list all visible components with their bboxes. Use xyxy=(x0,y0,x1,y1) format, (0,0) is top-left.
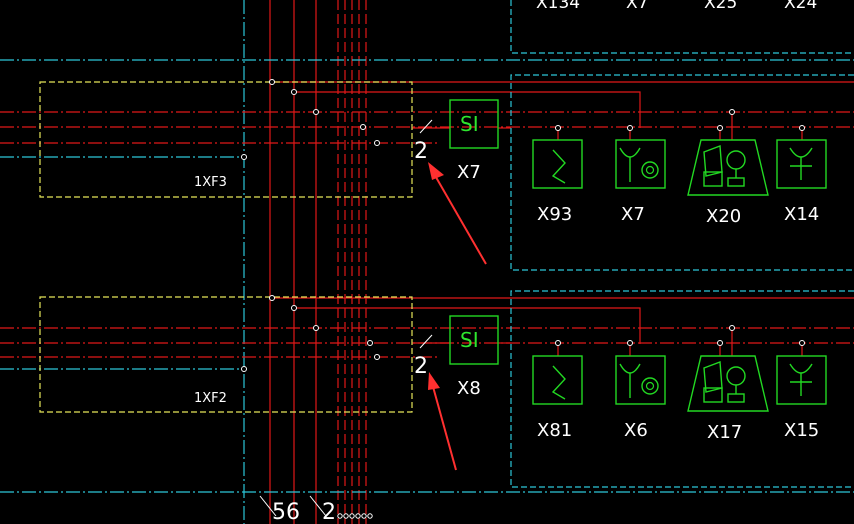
device-label-2-4: X15 xyxy=(784,420,819,441)
device-label-2-3: X17 xyxy=(707,422,742,443)
wave-icon xyxy=(532,355,583,405)
device-label-2-1: X81 xyxy=(537,420,572,441)
circuit-group-1: 1XF3 2 SI X7 X93 xyxy=(0,74,854,271)
device-label-2-2: X6 xyxy=(624,420,648,441)
speaker-lamp-icon xyxy=(687,139,769,196)
si-box-1 xyxy=(449,99,499,149)
top-region: X134 X7 X25 X24 xyxy=(0,0,854,61)
speaker-lamp-icon xyxy=(687,355,769,412)
device-label-1-2: X7 xyxy=(621,204,645,225)
top-label-2: X7 xyxy=(626,0,648,13)
si-label-2: X8 xyxy=(457,378,481,399)
bottom-label-56: 56 xyxy=(272,500,300,524)
red-arrow-icon xyxy=(428,162,487,265)
top-label-4: X24 xyxy=(784,0,817,13)
top-label-1: X134 xyxy=(536,0,580,13)
wire-number-2: 2 xyxy=(414,354,428,379)
terminal-box-1xf3 xyxy=(39,81,413,198)
si-text-2: SI xyxy=(460,328,479,352)
horn-lamp-icon xyxy=(615,355,666,405)
terminal-box-1xf2 xyxy=(39,296,413,413)
circuit-group-2: 1XF2 2 SI X8 X81 xyxy=(0,290,854,488)
top-label-3: X25 xyxy=(704,0,737,13)
box-label-1xf3: 1XF3 xyxy=(194,175,227,190)
box-label-1xf2: 1XF2 xyxy=(194,391,227,406)
red-arrow-icon xyxy=(428,372,457,471)
device-label-1-1: X93 xyxy=(537,204,572,225)
si-text-1: SI xyxy=(460,112,479,136)
ground-symbol-icon xyxy=(776,139,827,189)
bottom-region: 56 2 xyxy=(0,491,854,524)
si-box-2 xyxy=(449,315,499,365)
wave-icon xyxy=(532,139,583,189)
si-label-1: X7 xyxy=(457,162,481,183)
bottom-label-2: 2 xyxy=(322,500,336,524)
vertical-wires xyxy=(243,0,367,524)
wire-number-1: 2 xyxy=(414,139,428,164)
horn-lamp-icon xyxy=(615,139,666,189)
device-label-1-3: X20 xyxy=(706,206,741,227)
device-label-1-4: X14 xyxy=(784,204,819,225)
ground-symbol-icon xyxy=(776,355,827,405)
